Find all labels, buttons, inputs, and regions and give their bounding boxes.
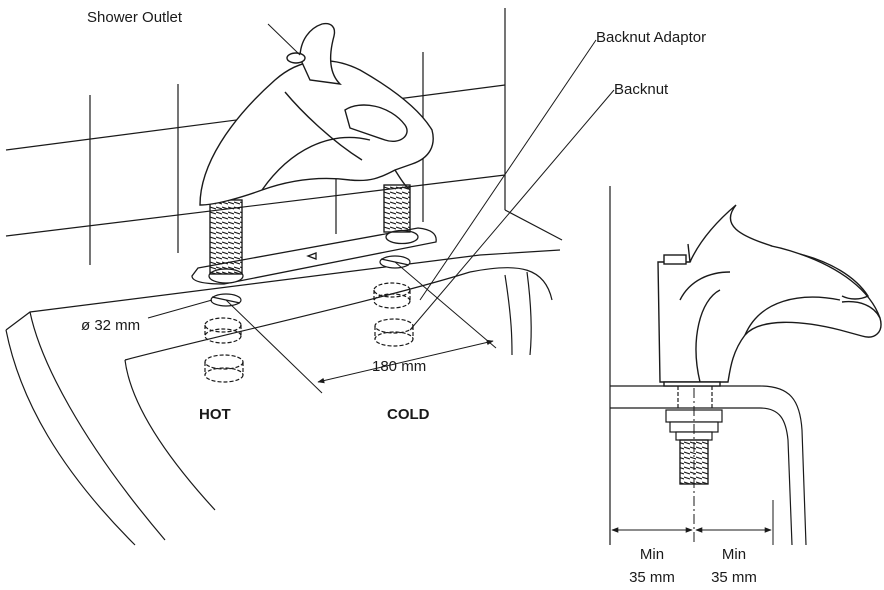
min-right-label: Min <box>722 546 746 563</box>
min-right-value: 35 mm <box>711 569 757 586</box>
mixer-tap <box>199 22 434 206</box>
side-view-tap <box>657 204 882 387</box>
basin-holes <box>210 255 411 307</box>
backnut-label: Backnut <box>614 81 669 98</box>
cold-shank <box>383 184 411 233</box>
spacing-label: 180 mm <box>372 358 426 375</box>
min-left-value: 35 mm <box>629 569 675 586</box>
shower-outlet-label: Shower Outlet <box>87 9 183 26</box>
hot-shank <box>209 199 243 275</box>
side-view-shank <box>665 386 723 485</box>
side-view-dimensions <box>611 388 774 545</box>
cold-label: COLD <box>387 406 430 423</box>
hot-label: HOT <box>199 406 231 423</box>
min-left-label: Min <box>640 546 664 563</box>
basin <box>5 249 561 546</box>
spacing-dimension <box>225 261 497 394</box>
leader-lines <box>147 23 615 331</box>
hot-backnuts <box>204 317 244 383</box>
backnut-adaptor-label: Backnut Adaptor <box>596 29 706 46</box>
cold-backnuts <box>373 282 414 347</box>
side-view-wall <box>609 186 807 546</box>
hole-diameter-label: ø 32 mm <box>81 317 140 334</box>
